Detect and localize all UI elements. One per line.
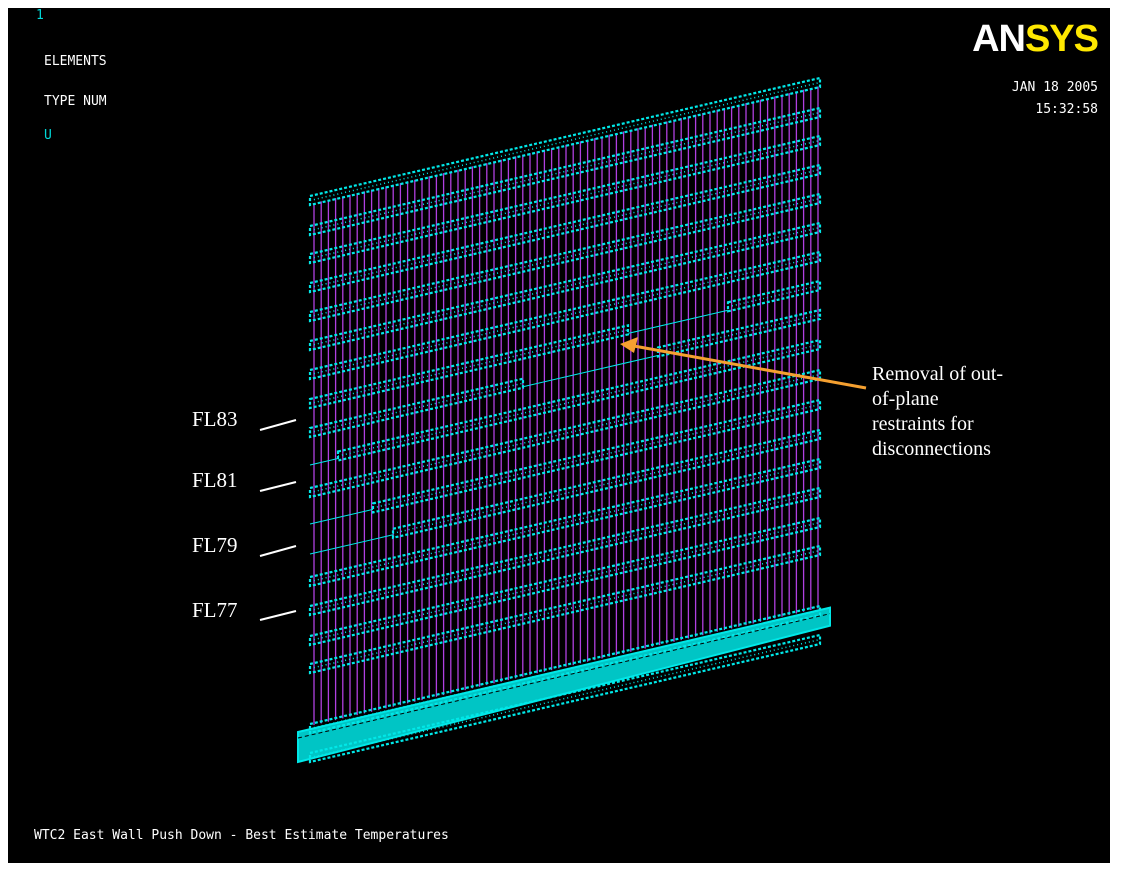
legend-elements: ELEMENTS	[44, 54, 107, 69]
disconnected-line	[309, 508, 374, 525]
floor-label-fl83: FL83	[192, 407, 238, 431]
window-number: 1	[36, 8, 44, 23]
disconnected-line	[309, 458, 339, 466]
annotation-text: Removal of out- of-plane restraints for …	[872, 363, 1004, 460]
disconnected-line	[309, 534, 394, 555]
plot-date: JAN 18 2005	[1011, 80, 1098, 95]
annotation-arrow-line	[633, 344, 867, 390]
floor-label-fl81: FL81	[192, 468, 238, 492]
floor-label-fl79: FL79	[192, 533, 238, 557]
floor-label-fl77: FL77	[192, 598, 238, 622]
plot-title: WTC2 East Wall Push Down - Best Estimate…	[34, 828, 449, 843]
floor-pointer-line-0	[259, 419, 297, 431]
base-detail	[297, 613, 831, 739]
floor-pointer-line-1	[259, 481, 297, 492]
floor-pointer-line-2	[259, 545, 297, 557]
ansys-plot-window: 1 ELEMENTS TYPE NUM U ANSYS JAN 18 2005 …	[6, 6, 1112, 865]
base-restraints	[297, 606, 831, 764]
wall-model-plot	[259, 76, 867, 764]
legend-u: U	[44, 128, 52, 143]
plot-time: 15:32:58	[1035, 102, 1098, 117]
ansys-logo: ANSYS	[972, 18, 1099, 60]
legend-type-num: TYPE NUM	[44, 94, 107, 109]
floor-pointer-line-3	[259, 610, 297, 621]
annotation-arrow-head	[620, 337, 638, 353]
